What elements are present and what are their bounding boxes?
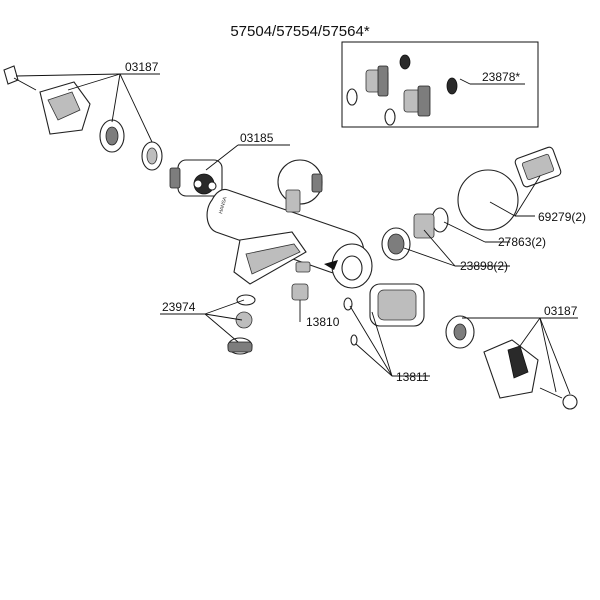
label-23898: 23898(2) [460,259,508,273]
label-13810: 13810 [306,315,340,329]
leader-lines [15,73,578,395]
check-valve-23898 [413,213,435,239]
rosette-69279 [457,169,519,231]
label-13811: 13811 [396,370,429,384]
label-69279: 69279(2) [538,210,586,224]
inset-box-23878 [341,41,539,128]
label-03187-top: 03187 [125,60,159,74]
right-fittings [381,146,562,261]
inset-connector-upper [346,54,411,106]
label-23878: 23878* [482,70,520,84]
aerator-group [227,283,309,355]
right-handle-knob [483,339,539,399]
label-03185: 03185 [240,131,274,145]
left-cap-nut [3,65,19,85]
cartridge-03185 [169,159,223,197]
diagram-title: 57504/57554/57564* [230,23,369,40]
insert-13810 [291,283,309,301]
label-27863: 27863(2) [498,235,546,249]
svg-text:HANSA: HANSA [218,196,228,215]
right-cap-nut [562,394,578,410]
inset-connector-lower [384,77,458,126]
label-23974: 23974 [162,300,196,314]
label-03187-right: 03187 [544,304,578,318]
mixer-body: HANSA [206,159,373,289]
left-handle-assembly [3,65,163,171]
right-handle-assembly [343,283,578,410]
